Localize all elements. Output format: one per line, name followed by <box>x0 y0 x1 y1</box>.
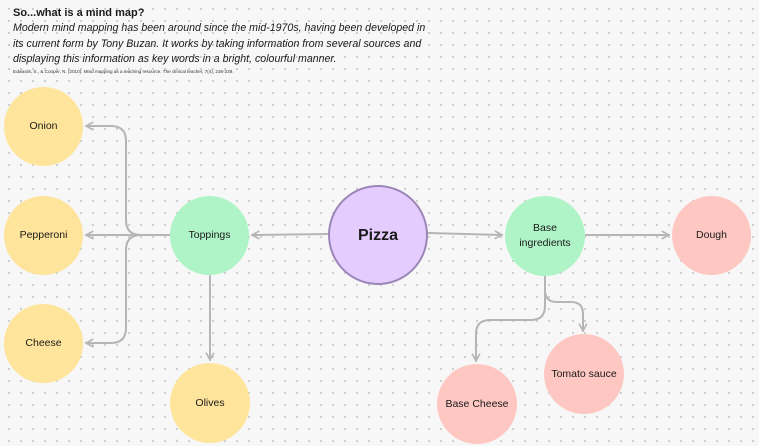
connector-pizza-toppings <box>251 230 329 240</box>
connector-pizza-base-ingredients <box>427 230 503 240</box>
leaf-label-cheese: Cheese <box>25 337 62 349</box>
leaf-node-olives[interactable]: Olives <box>170 363 250 443</box>
branch-node-base-ingredients[interactable]: Base ingredients <box>505 196 585 276</box>
leaf-label-tomato-sauce: Tomato sauce <box>551 367 617 380</box>
connector-base-ingredients-tomato-sauce <box>544 275 588 332</box>
connector-toppings-onion <box>85 121 171 236</box>
leaf-node-onion[interactable]: Onion <box>4 87 83 166</box>
leaf-label-olives: Olives <box>195 396 225 409</box>
branch-node-toppings[interactable]: Toppings <box>170 196 249 275</box>
intro-text-block: So...what is a mind map? Modern mind map… <box>13 6 433 75</box>
branch-label-base-ingredients: Base ingredients <box>519 222 571 249</box>
leaf-label-dough: Dough <box>696 229 727 241</box>
leaf-label-base-cheese: Base Cheese <box>445 397 509 410</box>
connector-base-ingredients-base-cheese <box>471 275 546 362</box>
connector-toppings-cheese <box>85 234 171 348</box>
leaf-node-base-cheese[interactable]: Base Cheese <box>437 364 517 444</box>
leaf-node-tomato-sauce[interactable]: Tomato sauce <box>544 334 624 414</box>
central-topic-label: Pizza <box>357 226 398 244</box>
leaf-label-pepperoni: Pepperoni <box>19 229 68 241</box>
central-topic-node[interactable]: Pizza <box>328 185 428 285</box>
intro-body: Modern mind mapping has been around sinc… <box>13 22 426 66</box>
leaf-label-onion: Onion <box>29 120 58 132</box>
intro-citation: Edwards, S., & Cooper, N. (2010). Mind m… <box>13 68 234 74</box>
leaf-node-dough[interactable]: Dough <box>672 196 751 275</box>
intro-title: So...what is a mind map? <box>13 7 145 19</box>
leaf-node-cheese[interactable]: Cheese <box>4 304 83 383</box>
leaf-node-pepperoni[interactable]: Pepperoni <box>4 196 83 275</box>
branch-label-toppings: Toppings <box>188 229 231 241</box>
